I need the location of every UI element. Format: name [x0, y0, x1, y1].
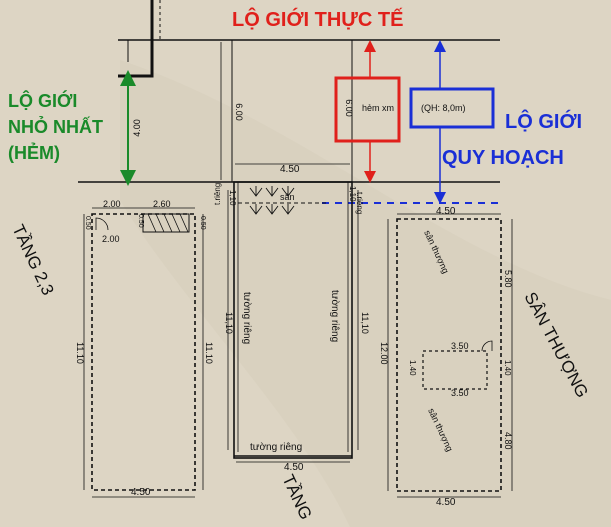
terrace-dim-right-top: 5.80	[503, 270, 513, 288]
floor23-dim-small-b: 0.50	[137, 214, 144, 228]
planned-width-label-2: QUY HOẠCH	[442, 147, 564, 169]
floor23-dim-small-c: 0.50	[199, 216, 206, 230]
floor-bottom-label: TẦNG	[278, 472, 315, 523]
planned-width-label-1: LỘ GIỚI	[505, 109, 582, 133]
floor23-dim-bottom: 4.50	[131, 487, 151, 498]
dim-length-right: 11,10	[360, 312, 370, 334]
floor23-dim-small-a: 0.50	[84, 216, 91, 230]
dim-side-left: 1,10	[228, 190, 237, 206]
dim-alley-actual: 6.00	[344, 99, 354, 117]
floor23-dim-top-a: 2.00	[103, 199, 121, 209]
floor23-dim-length-right: 11.10	[204, 342, 214, 364]
terrace-dim-top: 4.50	[436, 206, 456, 217]
actual-width-label: LỘ GIỚI THỰC TẾ	[232, 7, 403, 31]
dim-side-right: 1,10	[348, 186, 357, 202]
road-dimensions: 6.00 6.00 4.00 hẻm xm (QH: 8,0m) 4.50	[132, 42, 466, 180]
floor23-dim-inner: 2.00	[102, 234, 120, 244]
floor23-dim-top-b: 2.60	[153, 199, 171, 209]
terrace-dim-room-left: 1.40	[408, 360, 417, 376]
terrace-dim-right-bottom: 4.80	[503, 432, 513, 450]
label-yard: sân	[280, 192, 295, 202]
ground-floor-plan	[227, 181, 359, 463]
dim-length-left: 11,10	[224, 312, 234, 334]
planned-label: (QH: 8,0m)	[421, 103, 466, 113]
floor23-dim-length-left: 11.10	[75, 342, 85, 364]
terrace-dim-room: 3.50	[451, 341, 469, 351]
smallest-width-label-3: (HẺM)	[8, 142, 60, 163]
wall-private-right: tường riêng	[329, 290, 340, 342]
dim-alley-total: 6.00	[234, 103, 244, 121]
alley-label: hẻm xm	[362, 103, 394, 113]
label-private-left: t.riêng	[213, 183, 222, 205]
floor-2-3-plan	[83, 207, 204, 498]
wall-private-bottom: tường riêng	[250, 442, 302, 453]
terrace-plan	[387, 213, 513, 498]
dim-bottom-width: 4.50	[284, 462, 304, 473]
label-private-right: t.riêng	[355, 192, 364, 214]
terrace-dim-room-bottom: 3.50	[451, 388, 469, 398]
smallest-width-label-1: LỘ GIỚI	[8, 90, 77, 111]
floor23-title: TẦNG 2,3	[8, 222, 57, 299]
terrace-dim-left: 12.00	[379, 342, 389, 365]
dim-alley-small: 4.00	[132, 119, 142, 137]
dim-top-width: 4.50	[280, 164, 300, 175]
terrace-dim-room-right: 1.40	[503, 360, 512, 376]
smallest-width-label-2: NHỎ NHẤT	[8, 116, 103, 137]
wall-private-left: tường riêng	[241, 292, 252, 344]
terrace-dim-bottom: 4.50	[436, 497, 456, 508]
